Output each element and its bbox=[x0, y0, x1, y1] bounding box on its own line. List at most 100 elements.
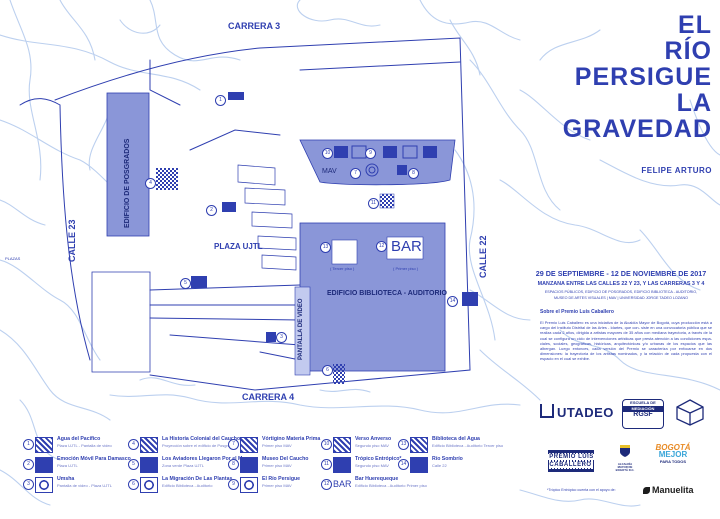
alcaldia-shield-icon bbox=[620, 445, 630, 457]
legend-item-name: Verso Anverso bbox=[355, 436, 392, 442]
legend-item-location: Segundo piso MAV bbox=[355, 463, 389, 468]
legend-item-location: Segundo piso MAV bbox=[355, 443, 389, 448]
artwork-thumbnail-icon: BAR bbox=[333, 477, 352, 491]
legend-item-name: Umsha bbox=[57, 476, 75, 482]
artwork-marks bbox=[156, 92, 478, 384]
artwork-thumbnail-icon bbox=[240, 457, 258, 473]
legend-item-name: La Migración De Las Plantas bbox=[162, 476, 233, 482]
venues-line-1: ESPACIOS PÚBLICOS, EDIFICIO DE POSGRADOS… bbox=[544, 290, 698, 294]
utadeo-logo: UTADEO bbox=[540, 404, 614, 420]
legend-item-number: 1 bbox=[23, 439, 34, 450]
exhibition-title: EL RÍO PERSIGUE LA GRAVEDAD bbox=[563, 12, 712, 142]
legend-item-number: 9 bbox=[228, 479, 239, 490]
legend-item-name: Los Aviadores Llegaron Por el Mar bbox=[162, 456, 248, 462]
footnote: *Trópico Entrópico cuenta con el apoyo d… bbox=[547, 488, 616, 492]
premio-luis-caballero-logo: PREMIO LUIS CABALLERO bbox=[548, 450, 594, 472]
legend-item-number: 5 bbox=[128, 459, 139, 470]
legend-item-location: Edificio Biblioteca - Auditorio bbox=[162, 483, 213, 488]
map-marker-13: 13 bbox=[320, 242, 331, 253]
legend-item-name: El Río Persigue bbox=[262, 476, 301, 482]
legend-item-number: 11 bbox=[321, 459, 332, 470]
title-line: PERSIGUE bbox=[574, 63, 712, 91]
legend-item-name: La Historia Colonial del Caucho bbox=[162, 436, 241, 442]
legend-item-location: Primer piso MAV bbox=[262, 483, 292, 488]
legend-item-name: Biblioteca del Agua bbox=[432, 436, 480, 442]
map-marker-9: 9 bbox=[365, 148, 376, 159]
third-floor-label: ( Tercer piso ) bbox=[330, 266, 355, 271]
map-marker-7: 7 bbox=[350, 168, 361, 179]
venues-line-2: MUSEO DE ARTES VISUALES | MAV | UNIVERSI… bbox=[553, 296, 688, 300]
map-marker-6: 6 bbox=[322, 365, 333, 376]
street-label-carrera-4: CARRERA 4 bbox=[242, 392, 295, 402]
artwork-thumbnail-icon bbox=[140, 437, 158, 453]
title-line: RÍO bbox=[664, 37, 712, 65]
escuela-logo-line-2: MEDIACIÓN bbox=[623, 406, 663, 412]
map-marker-4: 4 bbox=[145, 178, 156, 189]
map-marker-10: 10 bbox=[322, 148, 333, 159]
legend-item-location: Primer piso MAV bbox=[262, 463, 292, 468]
legend-item-name: Trópico Entrópico* bbox=[355, 456, 402, 462]
legend-item-number: 3 bbox=[23, 479, 34, 490]
map-marker-5: 5 bbox=[180, 278, 191, 289]
legend-item-name: Museo Del Caucho bbox=[262, 456, 309, 462]
legend-item-number: 7 bbox=[228, 439, 239, 450]
exhibition-dates: 29 DE SEPTIEMBRE - 12 DE NOVIEMBRE DE 20… bbox=[535, 269, 707, 278]
legend-item-name: Río Sombrío bbox=[432, 456, 463, 462]
bogota-logo-line-3: PARA TODOS bbox=[659, 459, 687, 464]
legend-item-name: Vórtigino Materia Prima bbox=[262, 436, 321, 442]
legend-item-number: 10 bbox=[321, 439, 332, 450]
legend-item-name: Emoción Móvil Para Damasco bbox=[57, 456, 131, 462]
alcaldia-logo: ALCALDÍA MAYOR DE BOGOTÁ D.C. bbox=[614, 444, 636, 473]
map-marker-14: 14 bbox=[447, 296, 458, 307]
building-label-biblioteca: EDIFICIO BIBLIOTECA - AUDITORIO bbox=[327, 290, 447, 297]
artwork-thumbnail-icon bbox=[35, 457, 53, 473]
legend-item-location: Edificio Biblioteca - Auditorio Tercer p… bbox=[432, 443, 504, 448]
prize-heading: Sobre el Premio Luis Caballero bbox=[540, 309, 614, 315]
building-label-posgrados: EDIFICIO DE POSGRADOS bbox=[124, 138, 131, 228]
artwork-thumbnail-icon bbox=[240, 437, 258, 453]
title-line: GRAVEDAD bbox=[562, 115, 712, 143]
manuelita-logo: Manuelita bbox=[643, 485, 694, 495]
legend-item-location: Edificio Biblioteca - Auditorio Primer p… bbox=[355, 483, 427, 488]
alcaldia-logo-text: ALCALDÍA MAYOR DE BOGOTÁ D.C. bbox=[615, 462, 635, 473]
map-marker-2: 2 bbox=[206, 205, 217, 216]
first-floor-label: ( Primer piso ) bbox=[393, 266, 419, 271]
exhibition-location: MANZANA ENTRE LAS CALLES 22 Y 23, Y LAS … bbox=[537, 281, 705, 287]
legend-item-location: Primer piso MAV bbox=[262, 443, 292, 448]
escuela-mediacion-logo: ESCUELA DE MEDIACIÓN RGSF bbox=[622, 399, 664, 429]
mav-label: MAV bbox=[322, 168, 337, 175]
bogota-logo-line-1: BOGOTÁ bbox=[655, 443, 691, 452]
artwork-thumbnail-icon bbox=[35, 437, 53, 453]
title-line: EL bbox=[678, 11, 712, 39]
legend-item-number: 14 bbox=[398, 459, 409, 470]
legend-item: 11 Trópico Entrópico*Segundo piso MAV bbox=[321, 456, 421, 478]
legend-item-location: Calle 22 bbox=[432, 463, 447, 468]
legend-item-location: Pantalla de video - Plaza UJTL bbox=[57, 483, 112, 488]
artwork-thumbnail-icon bbox=[333, 457, 351, 473]
utadeo-logo-text: UTADEO bbox=[557, 405, 614, 420]
street-label-carrera-3: CARRERA 3 bbox=[228, 21, 281, 31]
premio-logo-text: PREMIO LUIS CABALLERO bbox=[548, 454, 594, 468]
artwork-thumbnail-icon bbox=[140, 477, 158, 493]
escuela-logo-line-1: ESCUELA DE bbox=[630, 400, 656, 405]
artwork-thumbnail-icon bbox=[410, 437, 428, 453]
artwork-thumbnail-icon bbox=[333, 437, 351, 453]
legend-item-location: Proyección sobre el edificio de Posgrado… bbox=[162, 443, 237, 448]
map-marker-8: 8 bbox=[408, 168, 419, 179]
map-marker-11: 11 bbox=[368, 198, 379, 209]
map-marker-1: 1 bbox=[215, 95, 226, 106]
